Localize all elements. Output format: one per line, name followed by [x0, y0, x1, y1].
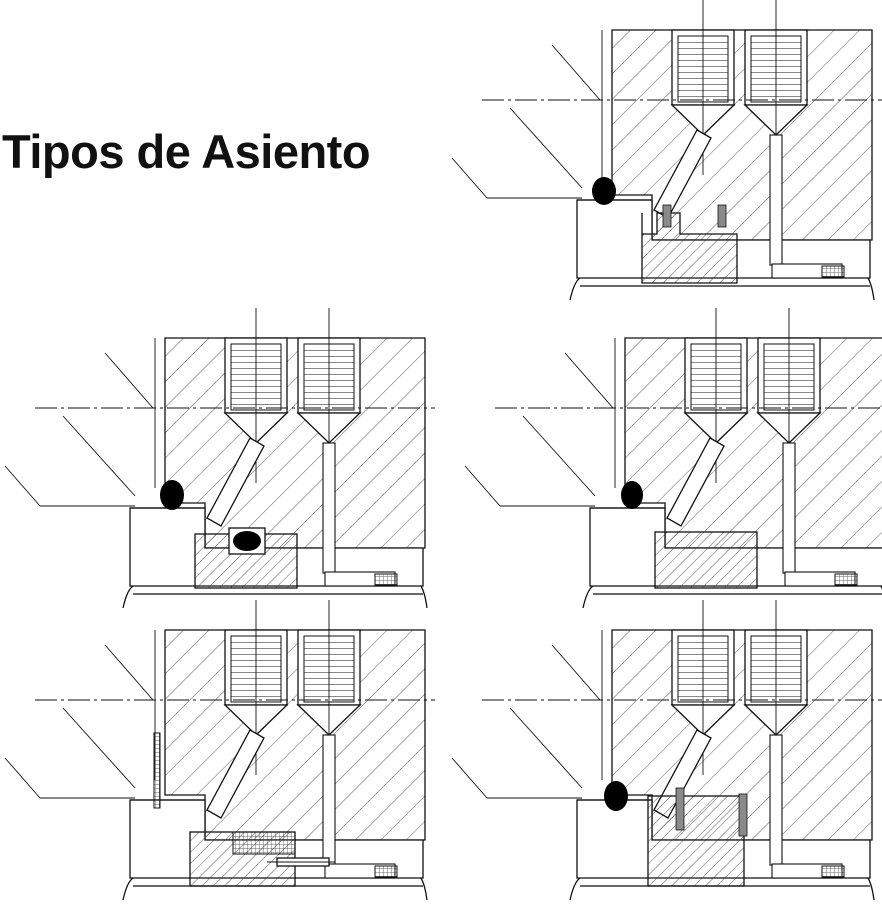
mesh-gasket-4	[232, 831, 296, 855]
seat-panel-2	[4, 307, 436, 609]
o-ring-seal-1	[592, 177, 616, 205]
seat-ring-5	[647, 795, 745, 887]
o-ring-seal-3	[621, 481, 643, 509]
seat-panel-5	[451, 599, 882, 901]
cup-ring-left-1	[662, 204, 672, 228]
cup-ring-right-1	[717, 204, 727, 228]
cup-ring-right-5	[738, 793, 748, 837]
o-ring-insert-2	[233, 531, 261, 551]
cup-ring-left-5	[675, 787, 685, 831]
seat-panel-3	[464, 307, 882, 609]
o-ring-seal-2	[160, 480, 184, 510]
o-ring-seal-5	[604, 781, 628, 811]
seat-panel-1	[451, 0, 882, 301]
gasket-strip-4	[153, 732, 161, 809]
seat-ring-3	[654, 531, 758, 589]
seat-panel-4	[4, 599, 436, 901]
seat-ring-1	[641, 212, 738, 284]
page-title: Tipos de Asiento	[2, 125, 371, 178]
